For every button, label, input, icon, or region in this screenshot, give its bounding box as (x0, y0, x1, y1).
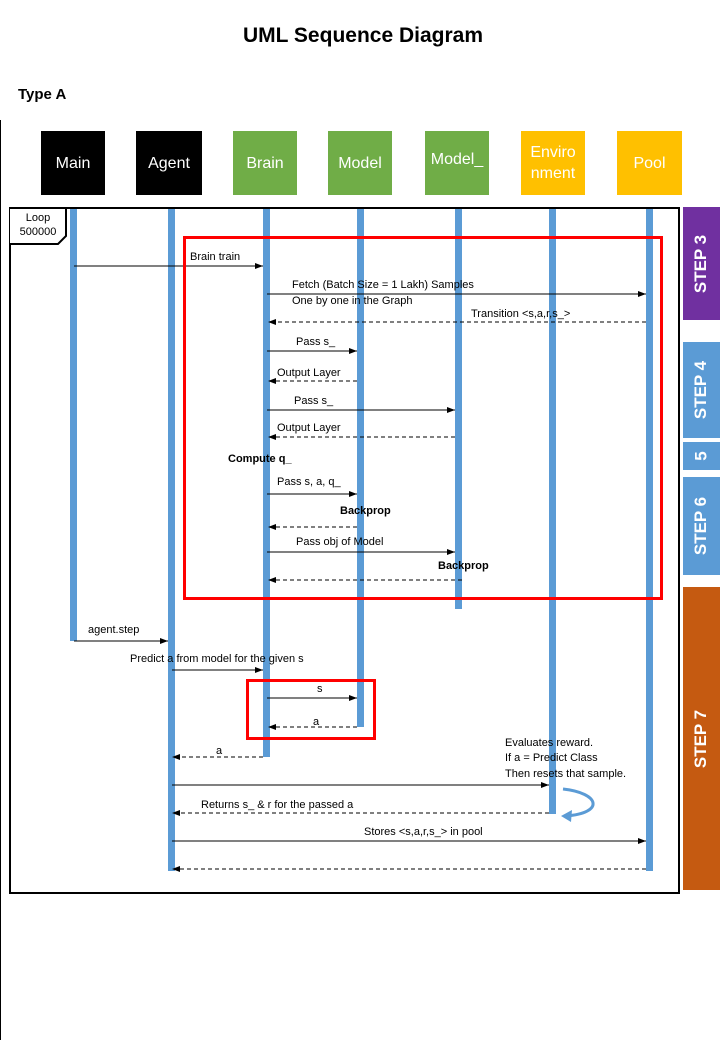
training-highlight-box (183, 236, 663, 600)
label-output-model: Output Layer (277, 367, 341, 379)
label-eval-2: If a = Predict Class (505, 752, 598, 764)
environment-self-loop (562, 787, 595, 818)
label-fetch-2: One by one in the Graph (292, 295, 413, 307)
label-compute-q: Compute q_ (228, 453, 292, 465)
loop-tag-outline (10, 207, 67, 245)
participant-main: Main (41, 131, 105, 195)
participant-model: Model (328, 131, 392, 195)
lifeline-agent (168, 209, 175, 871)
label-pass-saq: Pass s, a, q_ (277, 476, 341, 488)
label-pass-s-model: Pass s_ (296, 336, 336, 348)
label-backprop-model: Backprop (340, 505, 391, 517)
step-4-bar: STEP 4 (683, 342, 720, 438)
loop-label: Loop (25, 212, 51, 224)
lifeline-pool (646, 209, 653, 871)
self-loop-arrowhead (561, 810, 572, 822)
predict-highlight-box (246, 679, 376, 740)
label-pass-s-model-underscore: Pass s_ (294, 395, 334, 407)
loop-count: 500000 (19, 226, 57, 238)
lifeline-model-underscore (455, 209, 462, 609)
step-6-bar: STEP 6 (683, 477, 720, 575)
step-5-bar: 5 (683, 442, 720, 470)
left-margin-rule (0, 120, 1, 1040)
loop-tag: Loop 500000 (10, 208, 66, 244)
label-fetch-1: Fetch (Batch Size = 1 Lakh) Samples (292, 279, 474, 291)
lifeline-brain (263, 209, 270, 757)
label-backprop-model-underscore: Backprop (438, 560, 489, 572)
label-returns: Returns s_ & r for the passed a (201, 799, 354, 811)
label-eval-1: Evaluates reward. (505, 737, 594, 749)
label-predict: Predict a from model for the given s (130, 653, 304, 665)
participant-environment: Enviro nment (521, 131, 585, 195)
label-a-to-agent: a (216, 745, 223, 757)
label-transition: Transition <s,a,r,s_> (471, 308, 571, 320)
participant-brain: Brain (233, 131, 297, 195)
label-stores: Stores <s,a,r,s_> in pool (364, 826, 483, 838)
participant-pool: Pool (617, 131, 682, 195)
diagram-type-label: Type A (18, 86, 67, 103)
label-pass-obj: Pass obj of Model (296, 536, 384, 548)
loop-frame (9, 207, 680, 894)
label-a-from-model: a (313, 716, 320, 728)
page-title: UML Sequence Diagram (242, 24, 483, 47)
label-brain-train: Brain train (190, 251, 241, 263)
step-7-bar: STEP 7 (683, 587, 720, 890)
participant-agent: Agent (136, 131, 202, 195)
lifeline-main (70, 209, 77, 641)
label-agent-step: agent.step (88, 624, 140, 636)
label-eval-3: Then resets that sample. (505, 768, 627, 780)
label-output-model-underscore: Output Layer (277, 422, 341, 434)
label-s: s (317, 683, 323, 695)
step-3-bar: STEP 3 (683, 207, 720, 320)
participant-model-underscore: Model_ (425, 131, 489, 195)
lifeline-environment (549, 209, 556, 814)
lifeline-model (357, 209, 364, 727)
